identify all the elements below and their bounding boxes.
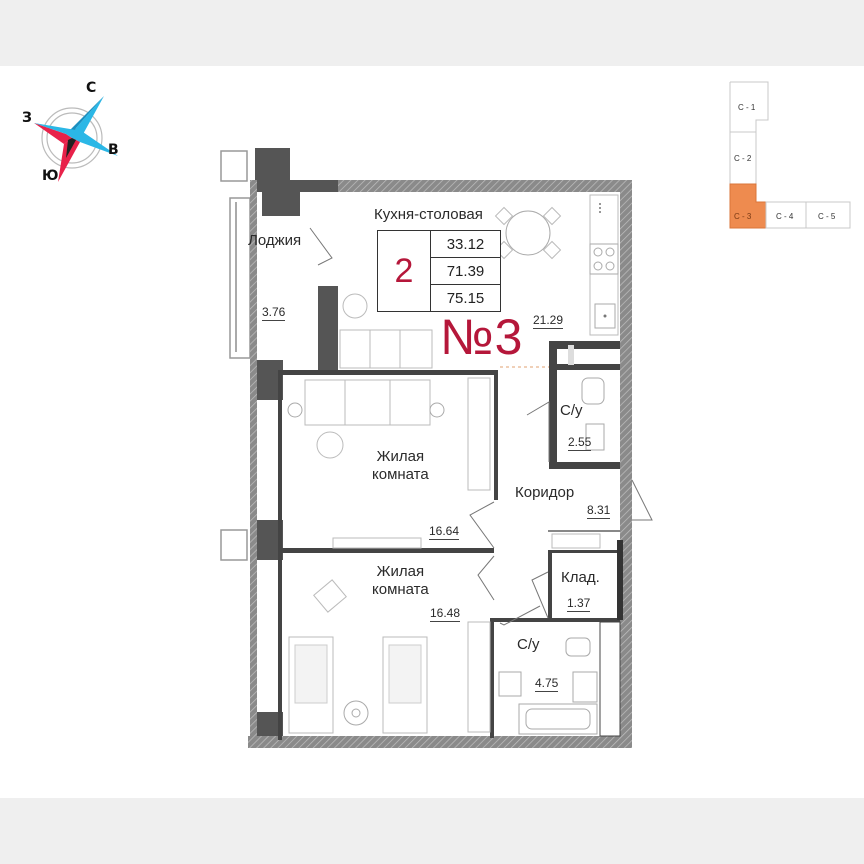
apartment-summary-table: 2 33.12 71.39 75.15 [377,230,501,312]
room-name-living-2-line1: Жилая [376,563,425,580]
room-name-living-1-line2: комната [372,466,429,483]
key-plan-section-1[interactable]: С - 1 [738,103,756,112]
room-area-living-1: 16.64 [429,524,460,541]
key-plan-section-2[interactable]: С - 2 [734,154,752,163]
room-area-loggia: 3.76 [262,305,286,322]
apartment-number: №3 [440,309,524,365]
compass-south-label: Ю [42,168,59,184]
room-name-living-2: Жилая комната [372,563,429,599]
room-name-bathroom-1: С/у [560,402,583,419]
room-area-corridor: 8.31 [587,503,611,520]
room-name-storage: Клад. [561,569,600,586]
room-name-living-2-line2: комната [372,581,429,598]
room-name-bathroom-2: С/у [517,636,540,653]
room-area-kitchen: 21.29 [533,313,564,330]
compass-north-label: С [86,80,97,96]
living-area-value: 33.12 [431,231,500,258]
key-plan: С - 1 С - 2 С - 3 С - 4 С - 5 [726,80,856,230]
key-plan-section-5[interactable]: С - 5 [818,212,836,221]
room-area-bathroom-2: 4.75 [535,676,559,693]
room-area-living-2: 16.48 [430,606,461,623]
total-area-value: 71.39 [431,258,500,285]
total-area-with-loggia-value: 75.15 [446,289,485,307]
key-plan-section-3[interactable]: С - 3 [734,212,752,221]
room-area-bathroom-1: 2.55 [568,435,592,452]
room-name-corridor: Коридор [515,484,575,501]
compass-west-label: З [22,110,32,126]
compass-icon [34,96,118,182]
key-plan-section-4[interactable]: С - 4 [776,212,794,221]
compass-rose: С З В Ю [20,78,140,188]
rooms-count: 2 [378,231,431,311]
room-name-living-1-line1: Жилая [376,448,425,465]
compass-east-label: В [108,142,119,158]
room-area-storage: 1.37 [567,596,591,613]
room-name-loggia: Лоджия [248,232,302,249]
room-name-kitchen: Кухня-столовая [374,206,483,223]
room-name-living-1: Жилая комната [372,448,429,484]
